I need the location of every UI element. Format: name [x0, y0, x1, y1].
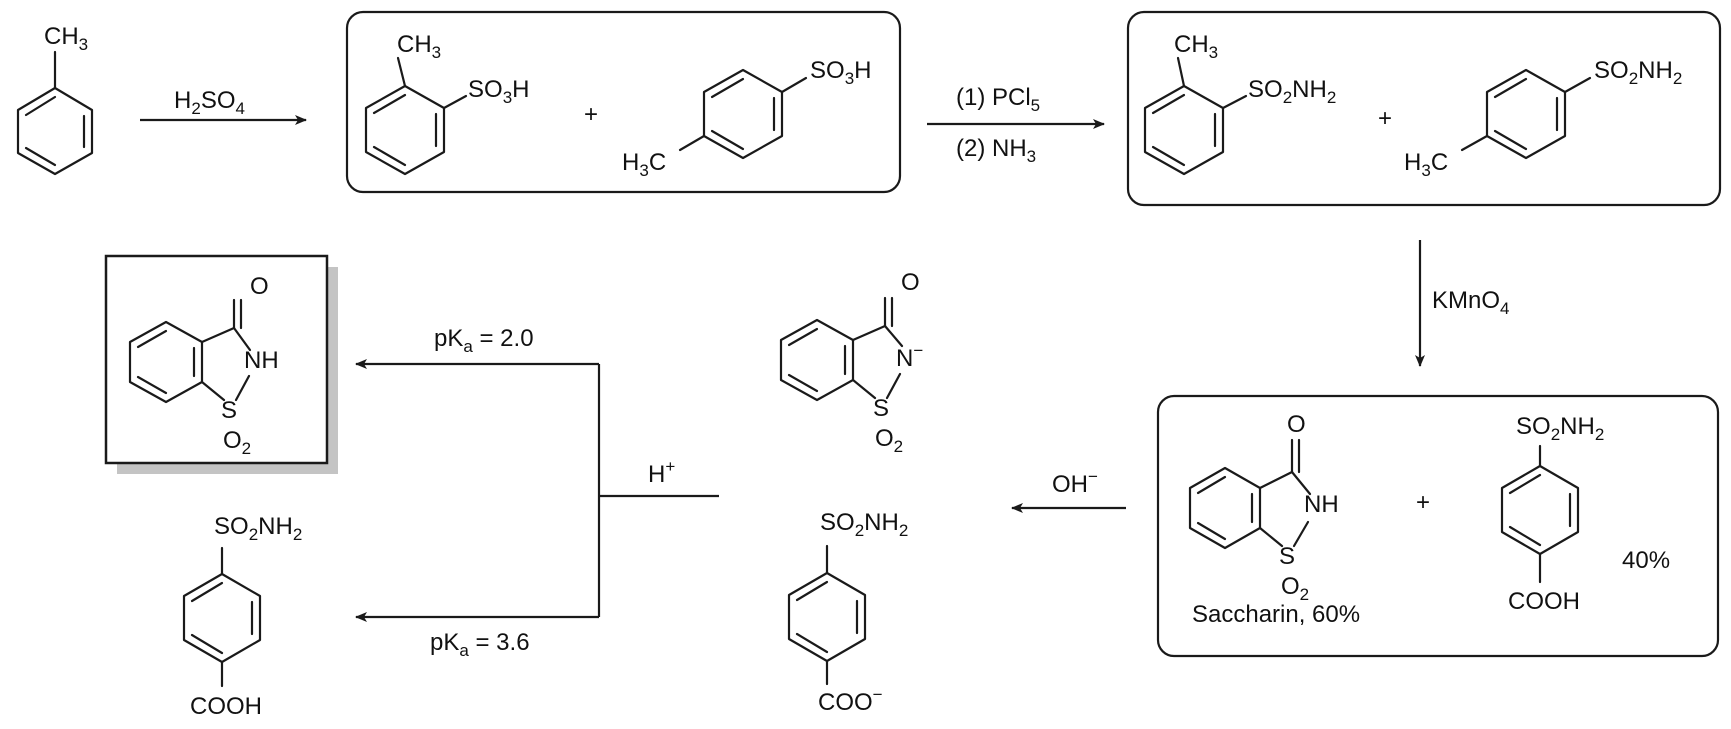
pka-top-label: pKa = 2.0	[434, 325, 534, 356]
nh-label: NH	[244, 347, 279, 374]
step2-reagent1-label: (1) PCl5	[956, 84, 1040, 115]
ortho-toluenesulfonamide: CH3 SO2NH2	[1143, 31, 1336, 176]
carbonyl-o-label: O	[1287, 411, 1306, 438]
para-so3h-label: SO3H	[810, 57, 872, 88]
s-label: S	[221, 397, 237, 424]
sulfamoylbenzoic-acid-structure: SO2NH2 COOH 40%	[1500, 413, 1670, 615]
step2-reagent2-label: (2) NH3	[956, 135, 1036, 166]
box1-plus: +	[584, 101, 598, 128]
step3-reagent-label: KMnO4	[1432, 287, 1509, 318]
carbonyl-o-label: O	[250, 273, 269, 300]
box-frame	[345, 10, 902, 194]
sulfamoylbenzoate-structure: SO2NH2 COO−	[787, 509, 908, 716]
saccharin-anion-structure: O N− S O2	[779, 269, 923, 456]
step1-reagent-label: H2SO4	[174, 87, 245, 118]
acidification-split-arrows: H+ pKa = 2.0 pKa = 3.6	[355, 325, 719, 660]
toluene-methyl-label: CH3	[44, 23, 88, 54]
so2nh2-label: SO2NH2	[820, 509, 908, 540]
para-h3c-label: H3C	[622, 149, 666, 180]
box3-plus: +	[1416, 489, 1430, 516]
step2-arrow: (1) PCl5 (2) NH3	[927, 84, 1105, 166]
saccharin-structure: O NH S O2	[128, 273, 279, 458]
ortho-toluenesulfonic-acid: CH3 SO3H	[364, 31, 530, 176]
box-frame	[104, 254, 329, 465]
box-frame	[1156, 394, 1720, 658]
s-label: S	[1279, 543, 1295, 570]
so2nh2-label: SO2NH2	[214, 513, 302, 544]
step4-reagent-label: OH−	[1052, 467, 1098, 498]
box2-plus: +	[1378, 105, 1392, 132]
toluene-structure: CH3	[16, 23, 94, 176]
o2-label: O2	[875, 425, 903, 456]
nh-label: NH	[1304, 491, 1339, 518]
ortho-methyl-label: CH3	[397, 31, 441, 62]
final-saccharin-box: O NH S O2	[104, 254, 338, 474]
h-plus-label: H+	[648, 457, 675, 488]
ortho-methyl-label: CH3	[1174, 31, 1218, 62]
o2-label: O2	[1281, 573, 1309, 604]
cooh-label: COOH	[1508, 588, 1580, 615]
para-so2nh2-label: SO2NH2	[1594, 57, 1682, 88]
step1-arrow: H2SO4	[140, 87, 307, 125]
acid-percent-label: 40%	[1622, 547, 1670, 574]
box-frame	[1126, 10, 1722, 207]
saccharin-structure: O NH S O2 Saccharin, 60%	[1188, 411, 1360, 628]
para-toluenesulfonamide: SO2NH2 H3C	[1404, 57, 1682, 180]
step4-arrow: OH−	[1011, 467, 1126, 513]
s-label: S	[873, 395, 889, 422]
so2nh2-label: SO2NH2	[1516, 413, 1604, 444]
cooh-label: COOH	[190, 693, 262, 720]
oxidation-products-box: O NH S O2 Saccharin, 60% + SO2NH2 COOH 4…	[1156, 394, 1720, 658]
sulfonic-acids-box: CH3 SO3H + SO3H H3C	[345, 10, 902, 194]
sulfonamides-box: CH3 SO2NH2 + SO2NH2 H3C	[1126, 10, 1722, 207]
coo-minus-label: COO−	[818, 685, 883, 716]
ortho-so2nh2-label: SO2NH2	[1248, 76, 1336, 107]
o2-label: O2	[223, 427, 251, 458]
pka-bottom-label: pKa = 3.6	[430, 629, 530, 660]
n-minus-label: N−	[896, 341, 923, 372]
saccharin-caption: Saccharin, 60%	[1192, 601, 1360, 628]
para-toluenesulfonic-acid: SO3H H3C	[622, 57, 872, 180]
ortho-so3h-label: SO3H	[468, 76, 530, 107]
step3-arrow: KMnO4	[1415, 240, 1509, 367]
final-sulfamoylbenzoic-acid-structure: SO2NH2 COOH	[182, 513, 302, 720]
para-h3c-label: H3C	[1404, 149, 1448, 180]
carbonyl-o-label: O	[901, 269, 920, 296]
